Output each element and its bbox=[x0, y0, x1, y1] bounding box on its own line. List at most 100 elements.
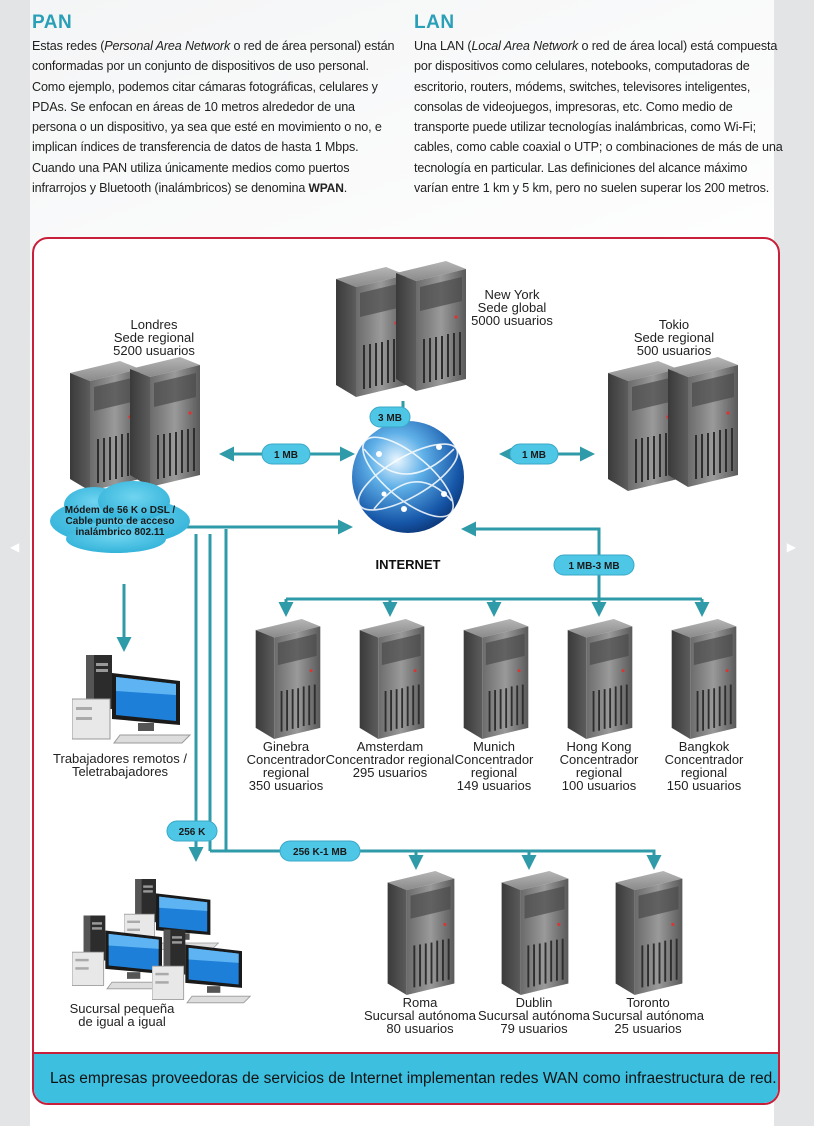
bandwidth-badge-branches: 256 K-1 MB bbox=[279, 840, 361, 862]
node-label-line: 295 usuarios bbox=[353, 765, 428, 780]
node-label-line: 5000 usuarios bbox=[471, 313, 553, 328]
server-icon bbox=[668, 357, 738, 487]
node-label-line: Roma bbox=[403, 995, 438, 1010]
node-label-line: 5200 usuarios bbox=[113, 343, 195, 358]
node-label-line: Sucursal autónoma bbox=[478, 1008, 591, 1023]
desktop-computer-icon bbox=[72, 655, 191, 744]
bandwidth-badge-text: 1 MB-3 MB bbox=[568, 561, 619, 572]
pan-section: PAN Estas redes (Personal Area Network o… bbox=[32, 12, 402, 198]
modem-cloud-icon bbox=[50, 481, 190, 553]
lan-title: LAN bbox=[414, 12, 455, 33]
node-label-line: Sede global bbox=[478, 300, 547, 315]
node-label-line: Sucursal autónoma bbox=[592, 1008, 705, 1023]
bandwidth-badge-text: 3 MB bbox=[378, 413, 402, 424]
server-icon bbox=[130, 357, 200, 487]
node-label-line: Concentrador bbox=[455, 752, 534, 767]
node-label-line: Tokio bbox=[659, 317, 689, 332]
lan-paragraph: Una LAN (Local Area Network o red de áre… bbox=[414, 39, 783, 196]
node-label-line: regional bbox=[576, 765, 622, 780]
wan-diagram: 3 MB 1 MB 1 MB 1 MB-3 MB 256 K 256 K-1 MB New… bbox=[32, 237, 780, 1105]
node-label-line: regional bbox=[471, 765, 517, 780]
node-label-line: Dublin bbox=[516, 995, 553, 1010]
server-icon bbox=[254, 619, 322, 739]
page-content: PAN Estas redes (Personal Area Network o… bbox=[30, 0, 783, 1126]
next-page-icon[interactable]: ▶ bbox=[786, 540, 796, 554]
node-label-line: Ginebra bbox=[263, 739, 310, 754]
server-icon bbox=[336, 267, 406, 397]
modem-label: Módem de 56 K o DSL /Cable punto de acce… bbox=[65, 505, 176, 538]
node-label-line: Sucursal autónoma bbox=[364, 1008, 477, 1023]
node-label-line: Munich bbox=[473, 739, 515, 754]
node-label-line: Bangkok bbox=[679, 739, 730, 754]
node-label-line: Concentrador bbox=[247, 752, 326, 767]
footer-text: Las empresas proveedoras de servicios de… bbox=[50, 1069, 777, 1087]
modem-label-line: Cable punto de acceso bbox=[66, 516, 175, 527]
node-label-line: Sucursal pequeña bbox=[70, 1001, 176, 1016]
desktop-computer-icon bbox=[152, 929, 251, 1004]
node-label-line: Teletrabajadores bbox=[72, 764, 169, 779]
lan-section: LAN Una LAN (Local Area Network o red de… bbox=[414, 12, 784, 198]
node-label-line: 500 usuarios bbox=[637, 343, 712, 358]
node-label-line: 100 usuarios bbox=[562, 778, 637, 793]
modem-label-line: Módem de 56 K o DSL / bbox=[65, 505, 176, 516]
node-label-line: Concentrador regional bbox=[326, 752, 455, 767]
server-icon bbox=[614, 871, 684, 995]
internet-globe-icon bbox=[352, 421, 464, 533]
node-label-remotos: Trabajadores remotos /Teletrabajadores bbox=[53, 751, 187, 779]
wan-diagram-svg: 3 MB 1 MB 1 MB 1 MB-3 MB 256 K 256 K-1 MB New… bbox=[50, 261, 744, 1036]
bandwidth-badge-text: 256 K-1 MB bbox=[293, 847, 347, 858]
node-label-line: New York bbox=[485, 287, 540, 302]
node-label-line: Amsterdam bbox=[357, 739, 423, 754]
footer-bar: Las empresas proveedoras de servicios de… bbox=[34, 1052, 778, 1103]
node-label-line: Toronto bbox=[626, 995, 669, 1010]
server-icon bbox=[462, 619, 530, 739]
bandwidth-badge-ny: 3 MB bbox=[369, 406, 411, 428]
node-label-line: 79 usuarios bbox=[500, 1021, 568, 1036]
node-label-line: Trabajadores remotos / bbox=[53, 751, 187, 766]
server-icon bbox=[608, 361, 678, 491]
bandwidth-badge-londres: 1 MB bbox=[261, 443, 311, 465]
node-label-line: Concentrador bbox=[560, 752, 639, 767]
bandwidth-badge-text: 1 MB bbox=[274, 450, 298, 461]
node-label-line: de igual a igual bbox=[78, 1014, 166, 1029]
server-icon bbox=[386, 871, 456, 995]
node-label-line: Sede regional bbox=[634, 330, 714, 345]
node-label-line: 149 usuarios bbox=[457, 778, 532, 793]
server-icon bbox=[566, 619, 634, 739]
node-label-line: 25 usuarios bbox=[614, 1021, 682, 1036]
node-label-line: Londres bbox=[131, 317, 178, 332]
server-icon bbox=[670, 619, 738, 739]
node-label-line: Concentrador bbox=[665, 752, 744, 767]
server-icon bbox=[396, 261, 466, 391]
server-icon bbox=[70, 361, 140, 491]
node-label-line: regional bbox=[681, 765, 727, 780]
pan-title: PAN bbox=[32, 12, 73, 33]
node-label-line: 80 usuarios bbox=[386, 1021, 454, 1036]
bandwidth-badge-tokio: 1 MB bbox=[509, 443, 559, 465]
node-label-line: Sede regional bbox=[114, 330, 194, 345]
bandwidth-badge-sucursal: 256 K bbox=[166, 820, 218, 842]
modem-label-line: inalámbrico 802.11 bbox=[76, 527, 165, 538]
bandwidth-badge-text: 256 K bbox=[179, 827, 206, 838]
pan-paragraph: Estas redes (Personal Area Network o red… bbox=[32, 39, 395, 196]
node-label-line: regional bbox=[263, 765, 309, 780]
prev-page-icon[interactable]: ◀ bbox=[10, 540, 20, 554]
bandwidth-badge-hubs: 1 MB-3 MB bbox=[553, 554, 635, 576]
node-label-line: 150 usuarios bbox=[667, 778, 742, 793]
server-icon bbox=[500, 871, 570, 995]
node-label-line: Hong Kong bbox=[566, 739, 631, 754]
node-label-line: 350 usuarios bbox=[249, 778, 324, 793]
bandwidth-badge-text: 1 MB bbox=[522, 450, 546, 461]
